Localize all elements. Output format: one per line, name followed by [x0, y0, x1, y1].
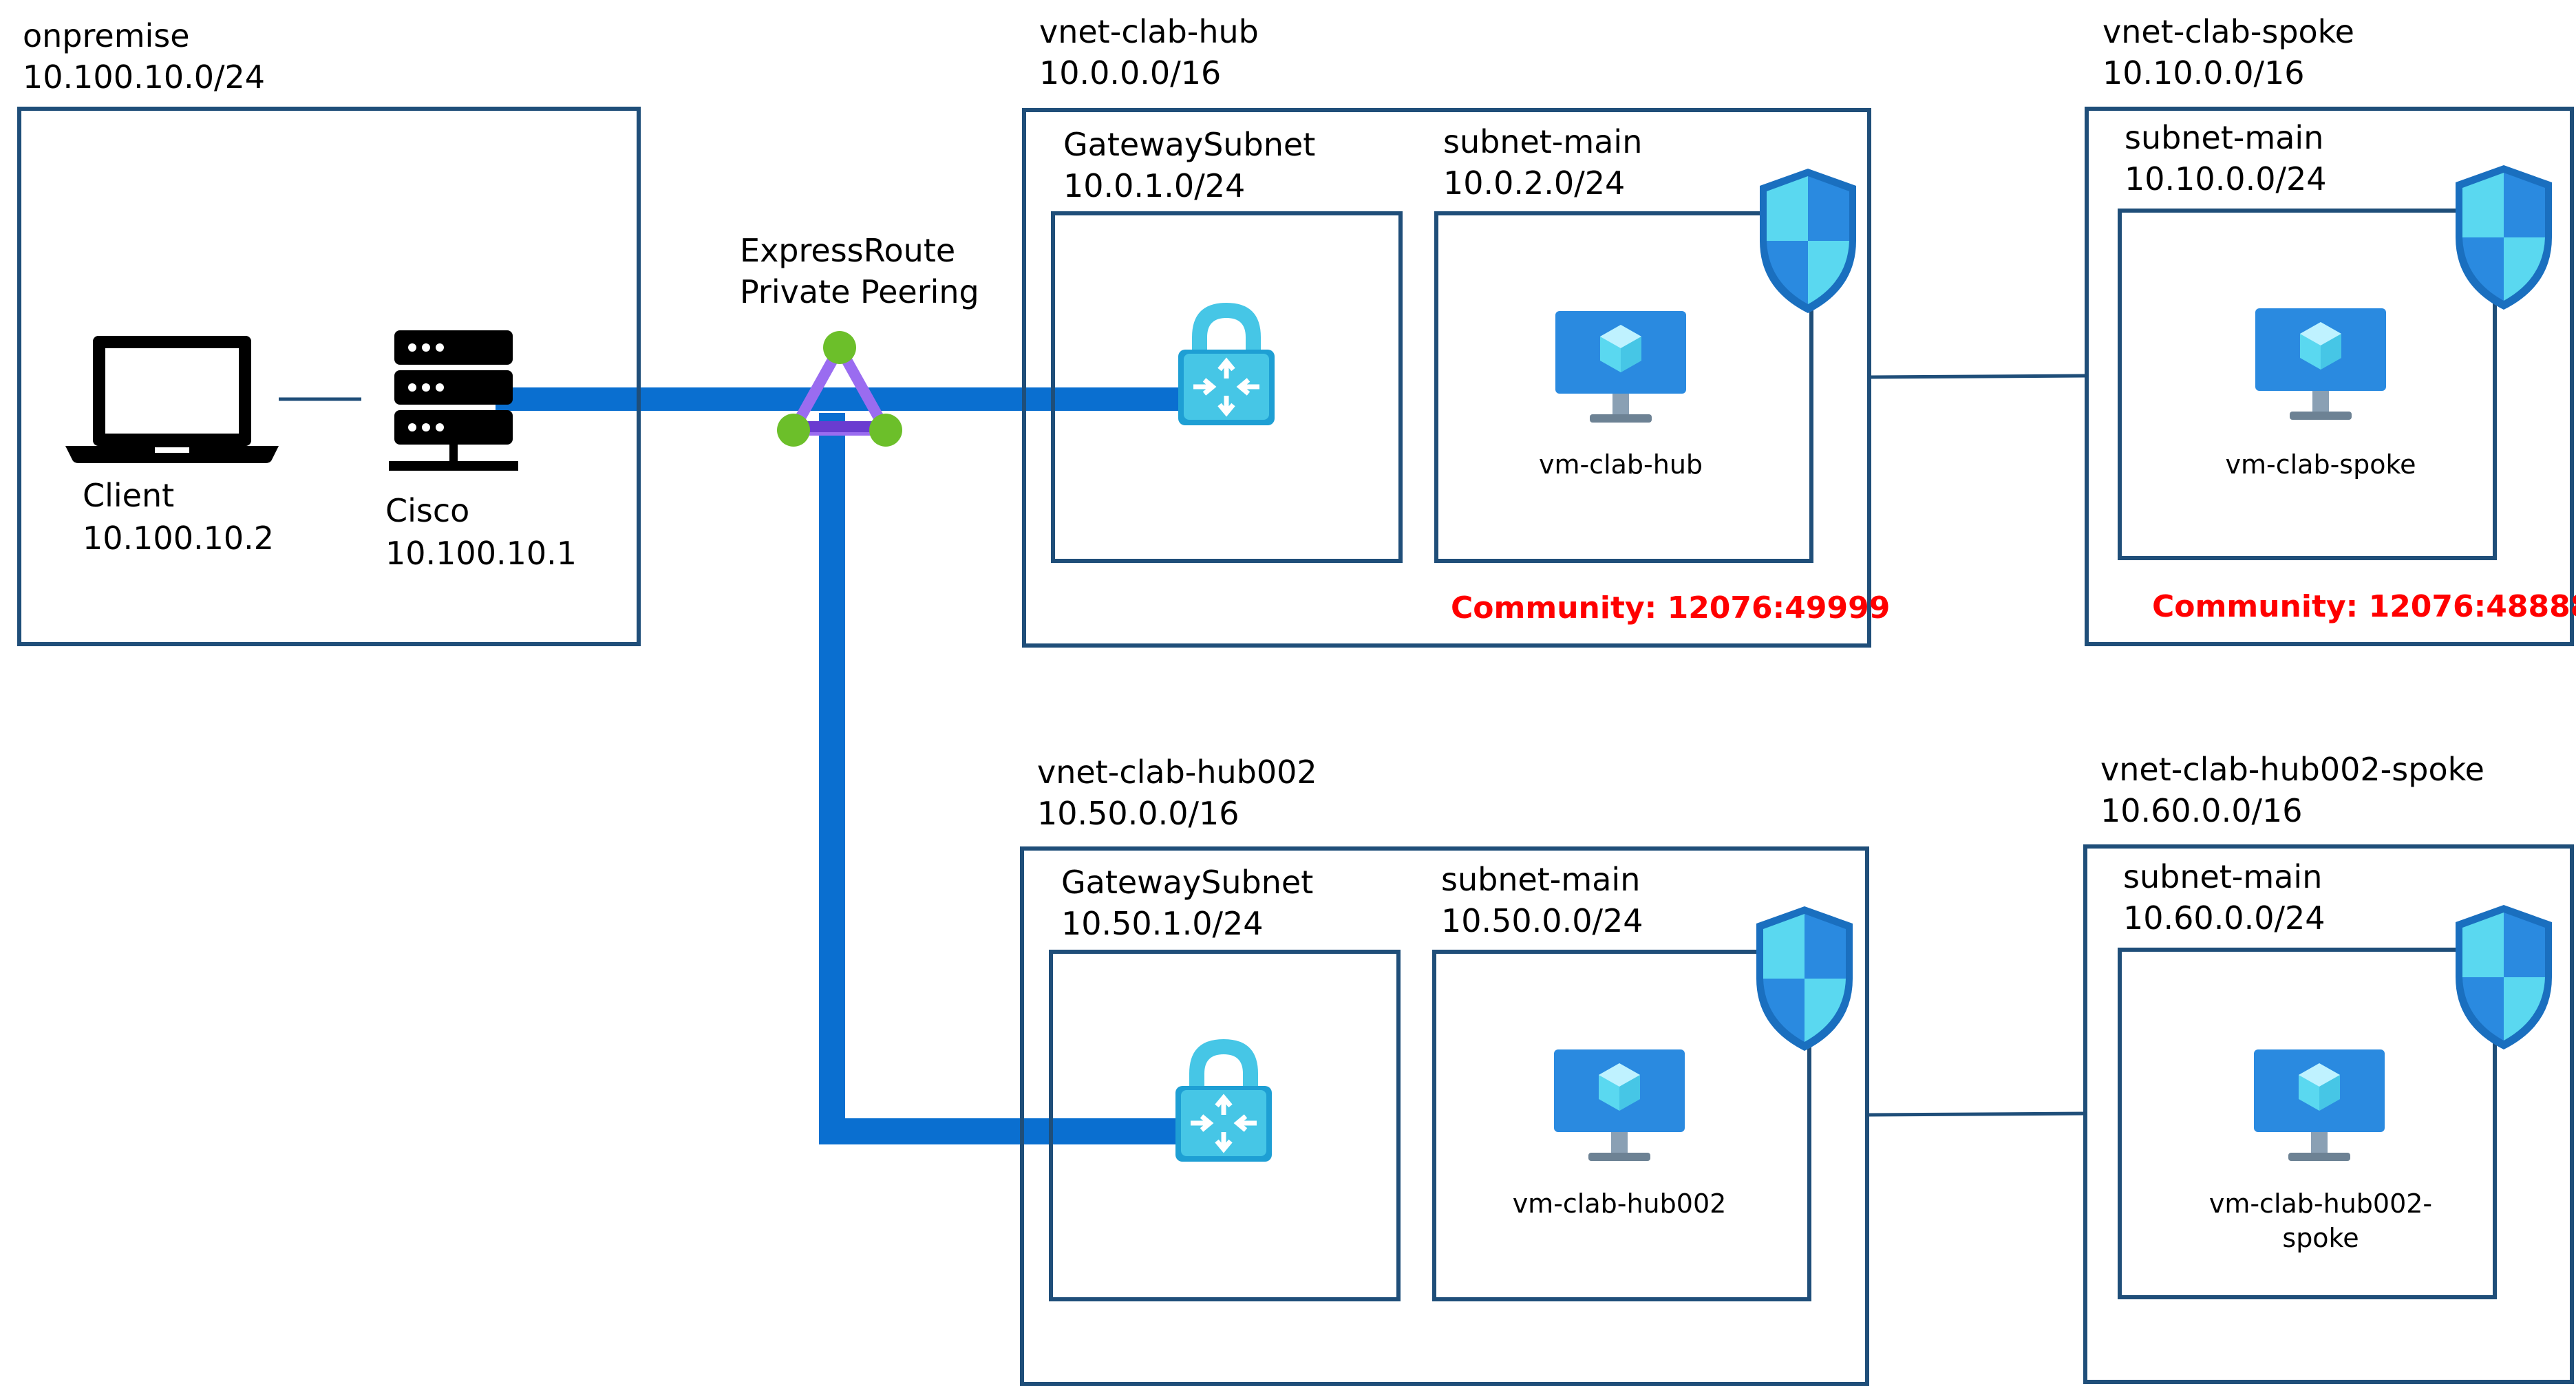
nsg-shield-icon	[2456, 905, 2552, 1049]
hub-name: vnet-clab-hub	[1039, 13, 1259, 50]
hub002-name: vnet-clab-hub002	[1037, 754, 1317, 791]
hub002-main-subnet-name: subnet-main	[1441, 861, 1640, 898]
hub002-vnet-box	[1020, 846, 1869, 1386]
hub002-main-subnet-box	[1432, 950, 1811, 1301]
spoke-community: Community: 12076:48888	[2152, 589, 2576, 624]
hub002-main-subnet-cidr: 10.50.0.0/24	[1441, 902, 1643, 939]
hub002-cidr: 10.50.0.0/16	[1037, 795, 1239, 832]
hub002-gateway-subnet-box	[1049, 950, 1401, 1301]
hub002-spoke-main-subnet-box	[2118, 948, 2497, 1299]
laptop-icon	[65, 336, 279, 463]
hub002-spoke-cidr: 10.60.0.0/16	[2100, 792, 2303, 829]
hub002-spoke-main-subnet-cidr: 10.60.0.0/24	[2123, 899, 2325, 937]
hub002-spoke-peering-line	[1869, 1111, 2086, 1117]
nsg-shield-icon	[1760, 169, 1856, 313]
nsg-shield-icon	[2456, 165, 2552, 310]
cisco-ip: 10.100.10.1	[385, 535, 577, 572]
hub-cidr: 10.0.0.0/16	[1039, 54, 1221, 92]
spoke-main-subnet-cidr: 10.10.0.0/24	[2125, 160, 2327, 198]
hub-spoke-peering-line	[1870, 374, 2086, 379]
hub002-spoke-vnet-box	[2083, 844, 2574, 1384]
expressroute-label-line2: Private Peering	[740, 273, 979, 310]
hub002-spoke-vm-name-line2: spoke	[2282, 1223, 2359, 1253]
cisco-name: Cisco	[385, 492, 469, 529]
vpn-gateway-lock-icon	[1178, 303, 1275, 425]
hub-main-subnet-box	[1434, 211, 1813, 563]
virtual-machine-icon	[2254, 1049, 2385, 1161]
hub-gateway-subnet-name: GatewaySubnet	[1063, 126, 1315, 163]
hub002-spoke-vm-name-line1: vm-clab-hub002-	[2209, 1188, 2432, 1219]
spoke-main-subnet-box	[2118, 209, 2497, 560]
er-link-cisco-to-hub-gateway	[496, 387, 1191, 411]
onpremise-box	[17, 107, 641, 646]
spoke-name: vnet-clab-spoke	[2103, 13, 2354, 50]
spoke-vm-name: vm-clab-spoke	[2226, 449, 2416, 480]
server-rack-icon	[389, 330, 518, 471]
hub-gateway-subnet-cidr: 10.0.1.0/24	[1063, 167, 1245, 204]
hub002-spoke-name: vnet-clab-hub002-spoke	[2100, 751, 2484, 788]
connections	[279, 374, 2086, 1144]
onpremise-name: onpremise	[23, 17, 190, 54]
expressroute-label-line1: ExpressRoute	[740, 232, 955, 269]
er-link-to-hub002-gateway	[819, 1118, 1191, 1144]
hub002-gateway-subnet-cidr: 10.50.1.0/24	[1061, 905, 1264, 942]
hub002-gateway-subnet-name: GatewaySubnet	[1061, 864, 1313, 901]
hub-community: Community: 12076:49999	[1451, 590, 1890, 626]
hub002-spoke-main-subnet-name: subnet-main	[2123, 858, 2322, 895]
spoke-vnet-box	[2085, 107, 2574, 646]
virtual-machine-icon	[1555, 311, 1686, 423]
hub-vm-name: vm-clab-hub	[1539, 449, 1703, 480]
client-ip: 10.100.10.2	[83, 520, 274, 557]
er-link-vertical	[819, 413, 845, 1142]
spoke-cidr: 10.10.0.0/16	[2103, 54, 2305, 92]
expressroute-circuit-icon	[777, 331, 902, 447]
virtual-machine-icon	[1554, 1049, 1685, 1161]
hub-vnet-box	[1022, 108, 1871, 648]
hub002-vm-name: vm-clab-hub002	[1513, 1188, 1727, 1219]
onpremise-cidr: 10.100.10.0/24	[23, 58, 265, 96]
client-name: Client	[83, 477, 174, 514]
nsg-shield-icon	[1756, 906, 1853, 1051]
hub-gateway-subnet-box	[1051, 211, 1403, 563]
virtual-machine-icon	[2255, 308, 2386, 420]
vpn-gateway-lock-icon	[1175, 1039, 1272, 1162]
spoke-main-subnet-name: subnet-main	[2125, 119, 2323, 156]
hub-main-subnet-cidr: 10.0.2.0/24	[1443, 164, 1625, 202]
hub-main-subnet-name: subnet-main	[1443, 123, 1642, 160]
